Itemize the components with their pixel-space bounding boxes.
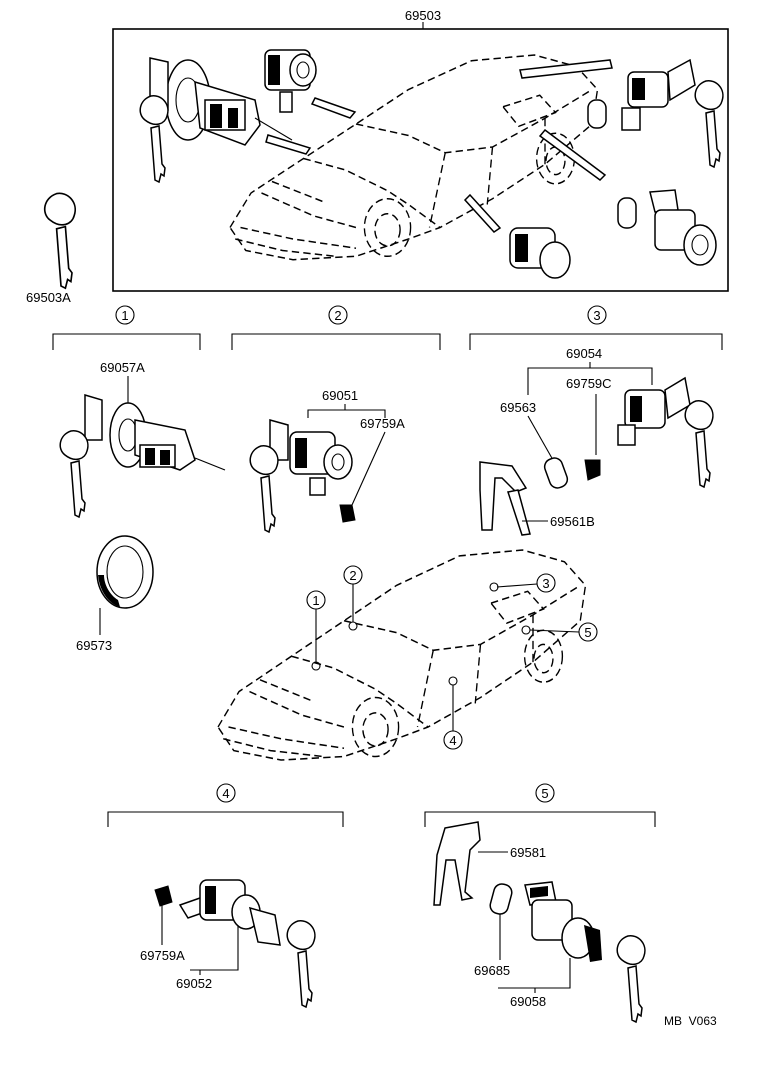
part-label-69054: 69054 (566, 346, 602, 361)
diagram-code: MB V063 (664, 1014, 717, 1028)
back-door-cylinder-drawing (587, 58, 724, 168)
bracket-69561B-drawing (479, 461, 531, 536)
car-outline-center (217, 549, 587, 761)
center-cylinder-drawing (509, 227, 571, 279)
group-3: 3 69054 69759C 69563 69561B (469, 305, 723, 536)
part-label-69759C: 69759C (566, 376, 612, 391)
part-label-69058: 69058 (510, 994, 546, 1009)
part-label-69759A-g4: 69759A (140, 948, 185, 963)
door-cylinder-drawing-g4 (178, 879, 316, 1008)
part-label-69581: 69581 (510, 845, 546, 860)
callout-5: 5 (584, 625, 591, 640)
part-label-69057A: 69057A (100, 360, 145, 375)
ring-69573-drawing (96, 535, 154, 609)
callout-4: 4 (449, 733, 456, 748)
top-assembly-frame: 69503 (112, 8, 729, 292)
part-label-69503A: 69503A (26, 290, 71, 305)
callout-3: 3 (542, 576, 549, 591)
back-door-cylinder-drawing-g3 (617, 376, 714, 488)
group-3-index: 3 (593, 308, 600, 323)
car-callout-diagram: 1 2 3 5 4 (217, 549, 598, 761)
part-label-69759A-g2: 69759A (360, 416, 405, 431)
part-label-69573: 69573 (76, 638, 112, 653)
part-label-69563: 69563 (500, 400, 536, 415)
ignition-cylinder-drawing (139, 57, 293, 183)
door-cylinder-drawing-top (264, 49, 317, 113)
group-4: 4 69759A 69052 (107, 783, 344, 1008)
hatch-cylinder-drawing (617, 189, 717, 266)
door-cylinder-drawing-g2 (249, 419, 353, 533)
part-label-69052: 69052 (176, 976, 212, 991)
group-5: 5 69581 69685 69058 (424, 783, 656, 1023)
group-2: 2 69051 69759A (231, 305, 441, 533)
callout-2: 2 (349, 568, 356, 583)
group-2-index: 2 (334, 308, 341, 323)
spare-key: 69503A (26, 192, 77, 305)
group-1: 1 69057A 69573 (52, 305, 226, 653)
part-label-69503: 69503 (405, 8, 441, 23)
group-5-index: 5 (541, 786, 548, 801)
hatch-cylinder-drawing-g5 (524, 881, 646, 1023)
ignition-cylinder-drawing-g1 (59, 393, 226, 518)
part-label-69051: 69051 (322, 388, 358, 403)
group-4-index: 4 (222, 786, 229, 801)
group-1-index: 1 (121, 308, 128, 323)
part-label-69685: 69685 (474, 963, 510, 978)
part-label-69561B: 69561B (550, 514, 595, 529)
callout-1: 1 (312, 593, 319, 608)
bracket-69581-drawing (433, 821, 481, 906)
